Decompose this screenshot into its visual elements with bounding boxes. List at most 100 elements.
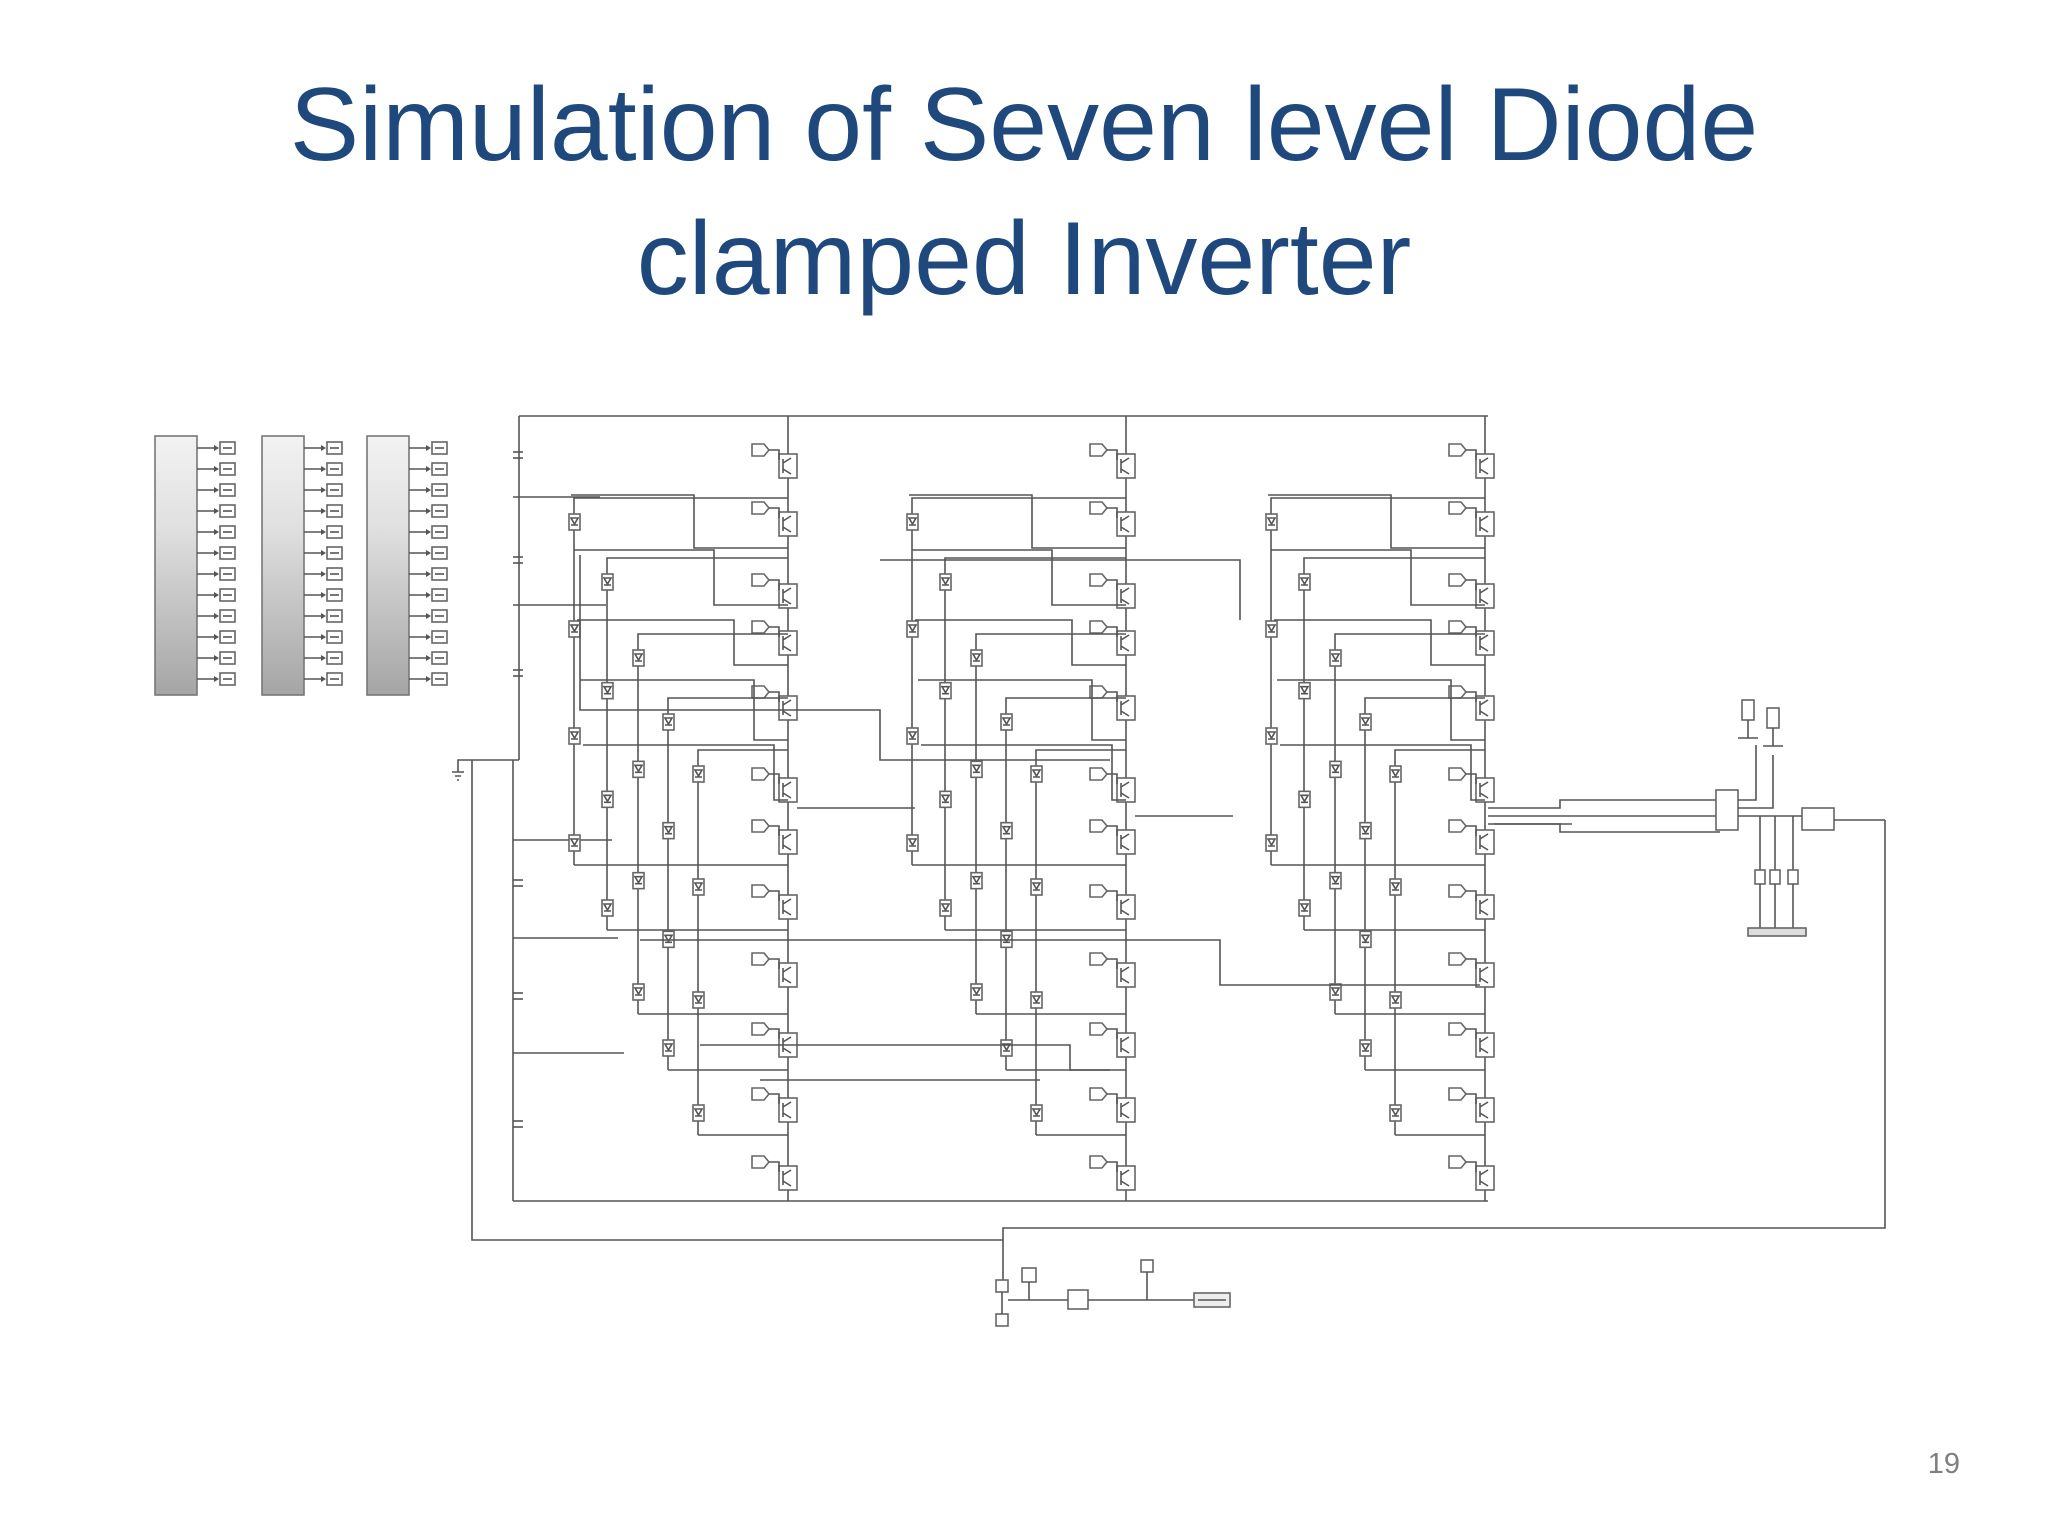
- gate-from-tag: [751, 1155, 771, 1169]
- igbt-symbol: [782, 898, 792, 916]
- scope-wire: [1738, 745, 1757, 801]
- signal-source-block: [261, 435, 305, 696]
- clamp-diode: [1329, 871, 1342, 890]
- diode-symbol: [1031, 769, 1042, 778]
- gate-from-tag: [751, 767, 771, 781]
- phase-leg-2: [906, 416, 1233, 1201]
- igbt-symbol: [1479, 781, 1489, 799]
- gate-wire: [1107, 626, 1118, 637]
- igbt-body: [1475, 453, 1495, 479]
- igbt-switch: [751, 620, 798, 656]
- level-link-wire: [571, 494, 788, 549]
- igbt-body: [1475, 829, 1495, 855]
- igbt-symbol: [1479, 699, 1489, 717]
- gate-from-tag: [1448, 685, 1468, 699]
- igbt-body: [778, 1097, 798, 1123]
- arrow-head: [214, 529, 219, 535]
- clamp-diode: [1329, 983, 1342, 1001]
- clamp-diode: [662, 821, 675, 840]
- clamp-diode: [1030, 991, 1043, 1009]
- igbt-switch: [751, 501, 798, 537]
- clamp-diode: [970, 871, 983, 890]
- signal-source-block: [366, 435, 410, 696]
- diode-symbol: [633, 764, 644, 774]
- igbt-body: [1116, 777, 1136, 803]
- level-link-wire: [918, 679, 1126, 741]
- diode-symbol: [1390, 995, 1401, 1004]
- output-section: [1488, 699, 1885, 937]
- clamp-diode-column-2: [1298, 557, 1485, 931]
- clamp-diode-column-5: [692, 749, 788, 1136]
- diode-symbol: [569, 731, 580, 740]
- gate-wire: [1466, 773, 1477, 784]
- level-link-wire: [583, 744, 788, 801]
- diode-symbol: [693, 1108, 704, 1117]
- gate-from-tag: [751, 620, 771, 634]
- scope-body: [1741, 699, 1755, 721]
- arrow-head: [321, 634, 326, 640]
- diode-symbol: [693, 995, 704, 1004]
- diode-to-leg-wire: [573, 497, 788, 500]
- arrow-head: [426, 613, 431, 619]
- igbt-switch: [1448, 443, 1495, 479]
- igbt-symbol: [1479, 457, 1489, 475]
- clamp-diode: [692, 878, 705, 896]
- level-link-wire: [1277, 679, 1485, 741]
- voltage-measure: [995, 1279, 1009, 1293]
- igbt-switch: [751, 1087, 798, 1123]
- gate-wire: [1107, 1161, 1118, 1172]
- level-link-wire: [909, 494, 1126, 549]
- page-number: 19: [1927, 1448, 1960, 1480]
- load-neutral-bus: [1747, 927, 1807, 937]
- igbt-symbol: [1479, 966, 1489, 984]
- igbt-switch: [1448, 573, 1495, 609]
- igbt-symbol: [1479, 833, 1489, 851]
- gate-wire: [1466, 507, 1477, 518]
- igbt-switch: [1089, 1087, 1136, 1123]
- igbt-body: [1116, 453, 1136, 479]
- vi-measurement-block: [1715, 789, 1739, 831]
- igbt-switch: [1089, 620, 1136, 656]
- arrow-head: [321, 592, 326, 598]
- gate-wire: [1466, 1028, 1477, 1039]
- clamp-diode: [970, 760, 983, 779]
- arrow-head: [426, 592, 431, 598]
- gate-wire: [769, 691, 780, 702]
- clamp-diode-column-1: [1265, 497, 1485, 866]
- igbt-switch: [1448, 1087, 1495, 1123]
- gate-signal-source-3: [366, 435, 448, 696]
- igbt-symbol: [1120, 833, 1130, 851]
- arrow-head: [321, 466, 326, 472]
- arrow-head: [426, 466, 431, 472]
- resistor-body: [1787, 869, 1799, 885]
- diode-symbol: [940, 903, 951, 912]
- gate-from-tag: [1089, 952, 1109, 966]
- clamp-diode: [601, 899, 614, 917]
- clamp-diode-column-5: [1389, 749, 1485, 1136]
- igbt-switch: [751, 952, 798, 988]
- igbt-body: [1475, 695, 1495, 721]
- clamp-diode: [632, 760, 645, 779]
- igbt-switch: [1448, 1155, 1495, 1191]
- arrow-head: [426, 676, 431, 682]
- igbt-body: [778, 829, 798, 855]
- clamp-diode: [632, 983, 645, 1001]
- diode-symbol: [1299, 577, 1310, 586]
- igbt-switch: [1448, 952, 1495, 988]
- diode-to-leg-wire: [667, 697, 788, 700]
- clamp-diode: [1298, 899, 1311, 917]
- igbt-symbol: [1120, 898, 1130, 916]
- clamp-diode: [1265, 834, 1278, 852]
- arrow-head: [214, 655, 219, 661]
- igbt-body: [1475, 1032, 1495, 1058]
- slide-title: Simulation of Seven level Diode clamped …: [0, 58, 2048, 326]
- igbt-symbol: [1479, 1169, 1489, 1187]
- igbt-switch: [1089, 884, 1136, 920]
- dc-ground-link: [457, 759, 519, 772]
- igbt-switch: [751, 884, 798, 920]
- diode-symbol: [1360, 934, 1371, 944]
- resistor-body: [1769, 869, 1781, 885]
- igbt-body: [1116, 511, 1136, 537]
- igbt-body: [778, 1165, 798, 1191]
